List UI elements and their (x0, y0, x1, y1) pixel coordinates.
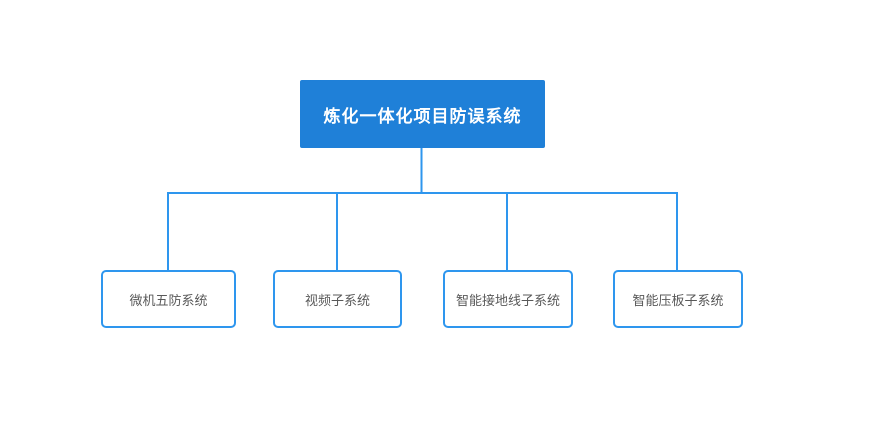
child-node-grounding-wire-subsystem[interactable]: 智能接地线子系统 (443, 270, 573, 328)
root-node-label: 炼化一体化项目防误系统 (323, 106, 522, 126)
child-node-label: 视频子系统 (304, 292, 370, 308)
child-node-label: 微机五防系统 (129, 292, 208, 308)
root-node[interactable]: 炼化一体化项目防误系统 (300, 80, 545, 148)
child-node-video-subsystem[interactable]: 视频子系统 (273, 270, 402, 328)
child-node-pressure-plate-subsystem[interactable]: 智能压板子系统 (613, 270, 743, 328)
child-node-label: 智能接地线子系统 (455, 292, 560, 308)
child-node-label: 智能压板子系统 (632, 292, 724, 308)
child-node-wuji-wufang[interactable]: 微机五防系统 (101, 270, 236, 328)
